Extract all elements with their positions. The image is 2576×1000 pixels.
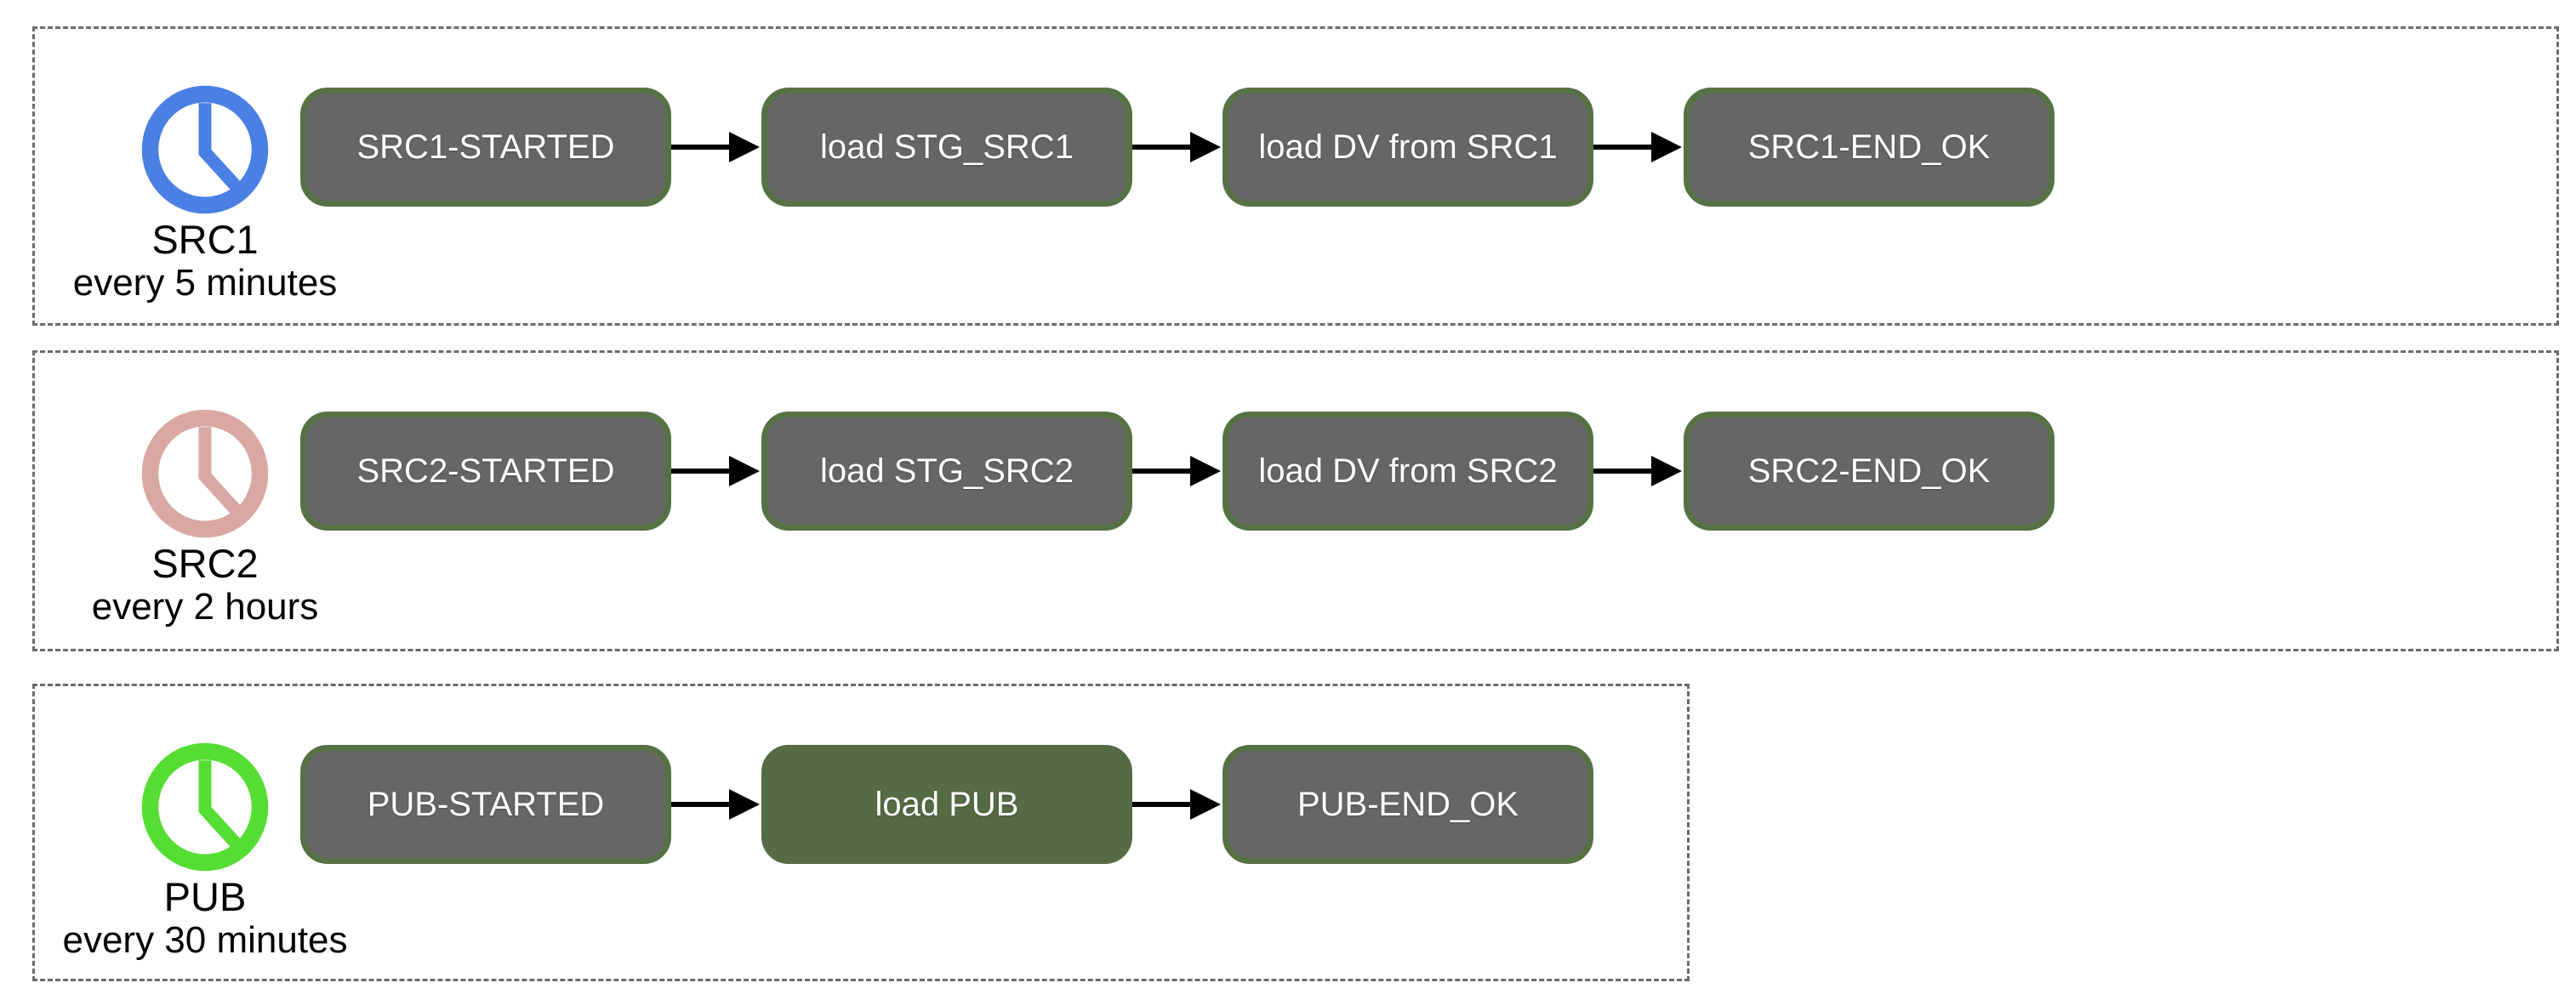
arrow-icon bbox=[671, 789, 760, 820]
node-src2-started: SRC2-STARTED bbox=[300, 412, 671, 531]
schedule-interval-src2: every 2 hours bbox=[91, 585, 319, 628]
arrow-icon bbox=[1593, 132, 1682, 162]
arrow-icon bbox=[1132, 456, 1221, 486]
clock-icon-src1 bbox=[141, 85, 269, 214]
node-src1-started: SRC1-STARTED bbox=[300, 88, 671, 207]
schedule-src1: SRC1 every 5 minutes bbox=[35, 29, 337, 304]
arrow-icon bbox=[1132, 132, 1221, 162]
node-load-dv-from-src2: load DV from SRC2 bbox=[1222, 412, 1593, 531]
clock-icon-src2 bbox=[141, 409, 269, 538]
schedule-interval-pub: every 30 minutes bbox=[62, 918, 348, 961]
arrow-icon bbox=[671, 456, 760, 486]
arrow-icon bbox=[1132, 789, 1221, 820]
node-src2-end-ok: SRC2-END_OK bbox=[1684, 412, 2055, 531]
lane-src1: SRC1 every 5 minutes SRC1-STARTED load S… bbox=[32, 26, 2559, 326]
node-load-pub: load PUB bbox=[761, 745, 1132, 864]
schedule-interval-src1: every 5 minutes bbox=[72, 261, 338, 304]
node-pub-started: PUB-STARTED bbox=[300, 745, 671, 864]
schedule-src2: SRC2 every 2 hours bbox=[35, 353, 318, 628]
arrow-icon bbox=[1593, 456, 1682, 486]
schedule-name-src1: SRC1 bbox=[151, 217, 259, 262]
flow-src2: SRC2-STARTED load STG_SRC2 load DV from … bbox=[300, 412, 2055, 531]
lane-src2: SRC2 every 2 hours SRC2-STARTED load STG… bbox=[32, 350, 2559, 651]
node-load-stg-src2: load STG_SRC2 bbox=[761, 412, 1132, 531]
clock-icon-pub bbox=[141, 742, 269, 872]
node-load-dv-from-src1: load DV from SRC1 bbox=[1222, 88, 1593, 207]
schedule-pub: PUB every 30 minutes bbox=[35, 686, 348, 962]
lane-pub: PUB every 30 minutes PUB-STARTED load PU… bbox=[32, 684, 1690, 981]
flow-src1: SRC1-STARTED load STG_SRC1 load DV from … bbox=[300, 88, 2055, 207]
node-load-stg-src1: load STG_SRC1 bbox=[761, 88, 1132, 207]
arrow-icon bbox=[671, 132, 760, 162]
node-pub-end-ok: PUB-END_OK bbox=[1222, 745, 1593, 864]
schedule-name-src2: SRC2 bbox=[151, 541, 259, 586]
schedule-name-pub: PUB bbox=[163, 874, 247, 919]
node-src1-end-ok: SRC1-END_OK bbox=[1684, 88, 2055, 207]
flow-pub: PUB-STARTED load PUB PUB-END_OK bbox=[300, 745, 1593, 864]
